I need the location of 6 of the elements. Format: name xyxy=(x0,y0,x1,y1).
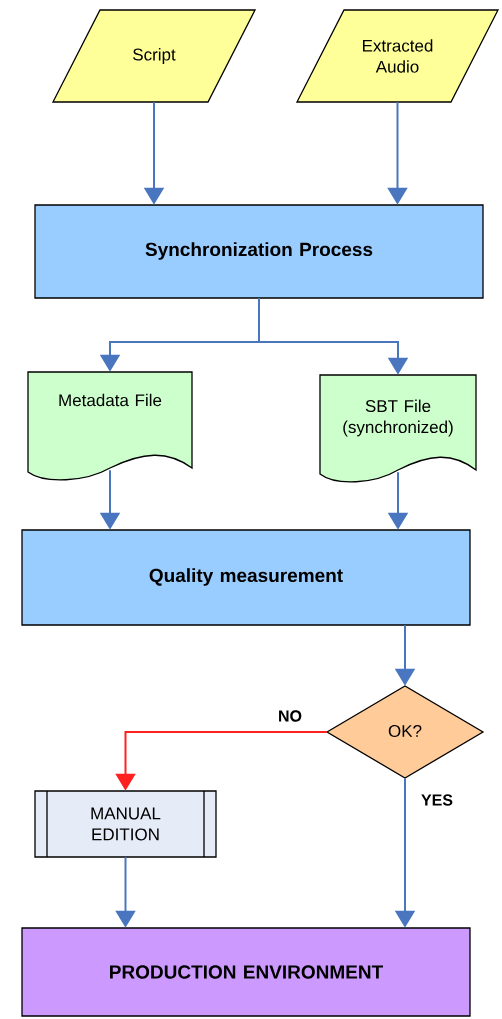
edge-label: NO xyxy=(277,709,303,723)
process-box: PRODUCTION ENVIRONMENT xyxy=(21,927,471,1017)
process-box: Quality measurement xyxy=(21,529,471,626)
process-box: Synchronization Process xyxy=(34,204,484,299)
edge-label: YES xyxy=(420,793,454,807)
predefined-process-box: MANUAL EDITION xyxy=(34,790,217,858)
